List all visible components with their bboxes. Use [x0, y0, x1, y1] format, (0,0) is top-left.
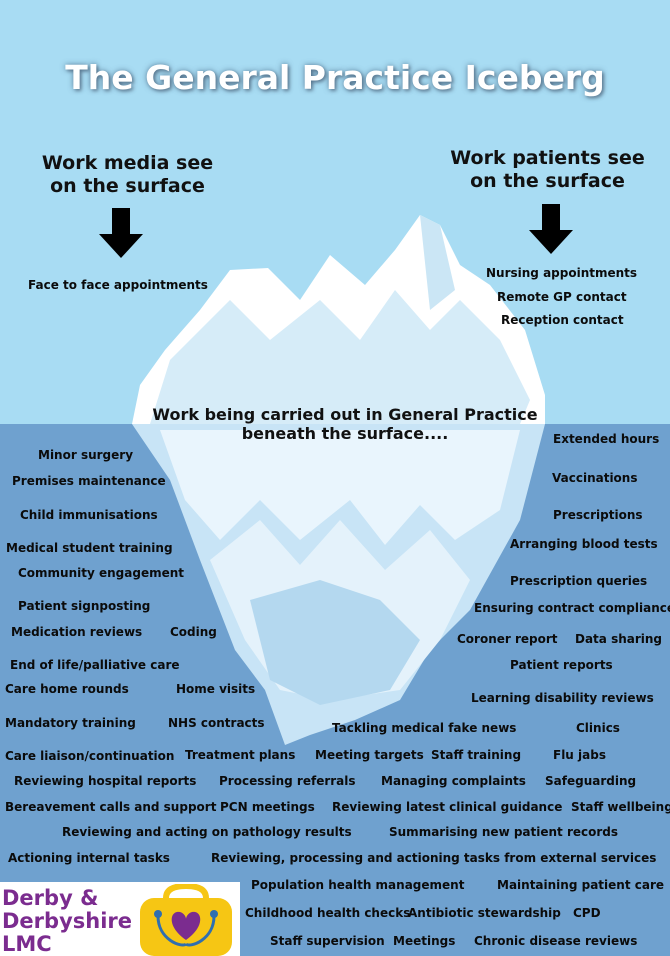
surface-patients-item: Nursing appointments	[486, 266, 638, 280]
iceberg-underwater-shade	[250, 580, 420, 705]
beneath-item: Bereavement calls and support	[5, 800, 217, 814]
beneath-item: Actioning internal tasks	[8, 851, 170, 865]
iceberg-tip-shade-2	[420, 215, 455, 310]
beneath-item: Premises maintenance	[12, 474, 166, 488]
surface-patients-item: Remote GP contact	[497, 290, 627, 304]
beneath-item: Meeting targets	[315, 748, 424, 762]
patients-heading-line-1: Work patients see	[450, 147, 645, 169]
beneath-item: Child immunisations	[20, 508, 158, 522]
beneath-item: Staff supervision	[270, 934, 385, 948]
beneath-item: NHS contracts	[168, 716, 265, 730]
beneath-item: Treatment plans	[185, 748, 296, 762]
logo-line-2: Derbyshire	[2, 909, 132, 933]
beneath-item: End of life/palliative care	[10, 658, 180, 672]
beneath-item: Vaccinations	[552, 471, 638, 485]
beneath-item: Patient reports	[510, 658, 613, 672]
beneath-item: Reviewing latest clinical guidance	[332, 800, 563, 814]
lmc-logo: Derby & Derbyshire LMC	[0, 882, 240, 956]
beneath-item: Data sharing	[575, 632, 663, 646]
beneath-heading-line-1: Work being carried out in General Practi…	[152, 405, 538, 424]
logo-line-1: Derby &	[2, 886, 99, 910]
beneath-item: Staff training	[431, 748, 522, 762]
beneath-item: Reviewing hospital reports	[14, 774, 197, 788]
beneath-item: Staff wellbeing	[571, 800, 670, 814]
beneath-item: Prescription queries	[510, 574, 648, 588]
beneath-item: Flu jabs	[553, 748, 606, 762]
beneath-item: Safeguarding	[545, 774, 637, 788]
beneath-item: Home visits	[176, 682, 256, 696]
beneath-item: Care home rounds	[5, 682, 129, 696]
beneath-item: Care liaison/continuation	[5, 749, 175, 763]
patients-heading: Work patients see on the surface	[440, 147, 655, 193]
beneath-item: Clinics	[576, 721, 620, 735]
beneath-item: Minor surgery	[38, 448, 134, 462]
iceberg-tip-shade	[150, 290, 530, 424]
beneath-item: Reviewing, processing and actioning task…	[211, 851, 657, 865]
beneath-item: Ensuring contract compliance	[474, 601, 670, 615]
beneath-item: Mandatory training	[5, 716, 136, 730]
beneath-item: Maintaining patient care	[497, 878, 665, 892]
beneath-item: Managing complaints	[381, 774, 526, 788]
logo-line-3: LMC	[2, 932, 52, 956]
beneath-item: Medical student training	[6, 541, 173, 555]
beneath-heading-line-2: beneath the surface....	[241, 424, 449, 444]
beneath-item: Population health management	[251, 878, 465, 892]
beneath-item: Prescriptions	[553, 508, 643, 522]
patients-heading-line-2: on the surface	[470, 169, 625, 192]
beneath-item: CPD	[573, 906, 601, 920]
beneath-item: Chronic disease reviews	[474, 934, 638, 948]
iceberg-underwater-light	[160, 430, 520, 545]
beneath-item: Meetings	[393, 934, 456, 948]
beneath-item: Processing referrals	[219, 774, 356, 788]
beneath-item: Reviewing and acting on pathology result…	[62, 825, 352, 839]
beneath-item: Patient signposting	[18, 599, 151, 613]
poster-title: The General Practice Iceberg	[65, 58, 605, 97]
beneath-item: Summarising new patient records	[389, 825, 619, 839]
media-down-arrow-icon	[99, 208, 143, 258]
beneath-item: Tackling medical fake news	[332, 721, 517, 735]
media-heading: Work media see on the surface	[20, 152, 235, 198]
medical-bag-icon	[140, 884, 232, 956]
surface-media-item: Face to face appointments	[28, 278, 208, 292]
beneath-item: PCN meetings	[220, 800, 315, 814]
beneath-heading: Work being carried out in General Practi…	[90, 405, 600, 443]
beneath-item: Coroner report	[457, 632, 558, 646]
beneath-item: Medication reviews	[11, 625, 143, 639]
beneath-item: Antibiotic stewardship	[408, 906, 561, 920]
surface-patients-item: Reception contact	[501, 313, 624, 327]
beneath-item: Childhood health checks	[245, 906, 411, 920]
beneath-item: Learning disability reviews	[471, 691, 654, 705]
patients-down-arrow-icon	[529, 204, 573, 254]
beneath-item: Extended hours	[553, 432, 660, 446]
beneath-item: Coding	[170, 625, 217, 639]
beneath-item: Community engagement	[18, 566, 185, 580]
media-heading-line-2: on the surface	[50, 174, 205, 197]
beneath-item: Arranging blood tests	[510, 537, 658, 551]
media-heading-line-1: Work media see	[41, 152, 214, 174]
